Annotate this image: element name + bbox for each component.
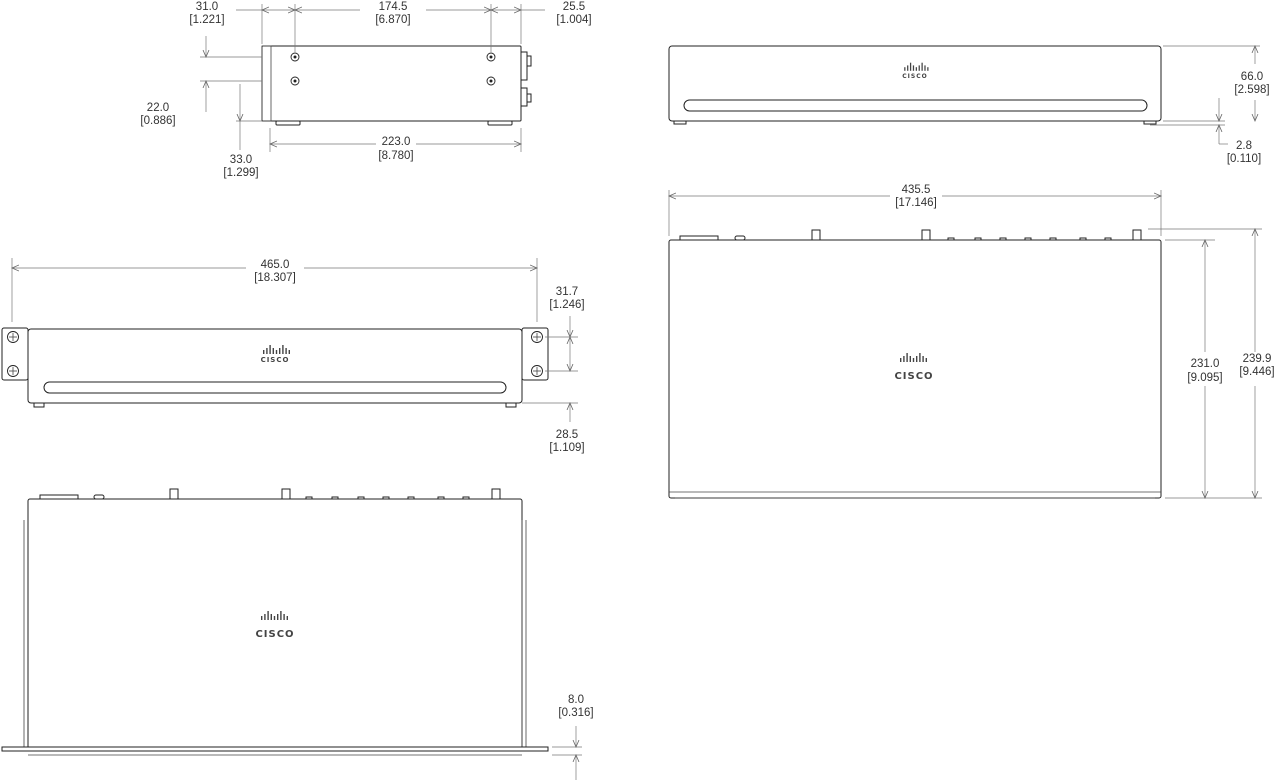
dim-side-top-left-in: [1.221] — [189, 14, 224, 26]
front-view-small — [668, 46, 1260, 145]
dim-top-rack-ear-in: [0.316] — [558, 707, 593, 719]
dim-front-small-foot-in: [0.110] — [1227, 153, 1261, 165]
dim-rack-ear-bottom-mm: 28.5 — [556, 429, 578, 441]
front-view-rack — [1, 258, 578, 422]
antenna-connector-icon — [520, 51, 532, 107]
dim-side-left-upper-in: [0.886] — [140, 115, 175, 127]
dim-side-left-lower-mm: 33.0 — [230, 154, 252, 166]
dim-rack-width-mm: 465.0 — [261, 259, 290, 271]
dim-side-top-right-mm: 25.5 — [563, 1, 585, 13]
port-icon — [39, 488, 501, 500]
dim-rack-ear-top-mm: 31.7 — [556, 286, 578, 298]
dim-side-left-lower-in: [1.299] — [223, 167, 258, 179]
dim-top-small-depth-in: [9.095] — [1187, 372, 1222, 384]
dim-top-small-depth-total-in: [9.446] — [1239, 366, 1274, 378]
dim-side-left-upper-mm: 22.0 — [147, 102, 169, 114]
dim-top-small-depth-total-mm: 239.9 — [1243, 353, 1272, 365]
dim-rack-width-in: [18.307] — [254, 272, 296, 284]
side-view — [200, 4, 545, 152]
dim-side-top-mid-mm: 174.5 — [379, 1, 408, 13]
dim-side-top-mid-in: [6.870] — [375, 14, 410, 26]
top-view-small — [669, 190, 1262, 498]
screw-icon — [290, 52, 496, 86]
dim-rack-ear-top-in: [1.246] — [549, 299, 584, 311]
cisco-logo-text: CISCO — [255, 629, 294, 640]
dim-top-small-width-in: [17.146] — [895, 197, 937, 209]
mount-hole-icon — [7, 331, 543, 377]
dim-top-small-depth-mm: 231.0 — [1191, 358, 1220, 370]
top-view-rack — [1, 488, 582, 780]
dim-front-small-height-mm: 66.0 — [1241, 71, 1263, 83]
port-icon — [679, 229, 1142, 241]
cisco-logo-text: CISCO — [261, 356, 290, 364]
cisco-logo-text: CISCO — [902, 73, 927, 80]
dim-front-small-foot-mm: 2.8 — [1236, 140, 1252, 152]
dim-front-small-height-in: [2.598] — [1234, 84, 1269, 96]
cisco-logo-text: CISCO — [894, 371, 933, 382]
dim-top-rack-ear-mm: 8.0 — [568, 694, 584, 706]
dim-side-bottom-in: [8.780] — [378, 150, 413, 162]
dim-side-top-left-mm: 31.0 — [196, 1, 218, 13]
dim-top-small-width-mm: 435.5 — [902, 184, 931, 196]
dim-rack-ear-bottom-in: [1.109] — [549, 442, 584, 454]
dim-side-top-right-in: [1.004] — [556, 14, 591, 26]
dim-side-bottom-mm: 223.0 — [382, 136, 411, 148]
